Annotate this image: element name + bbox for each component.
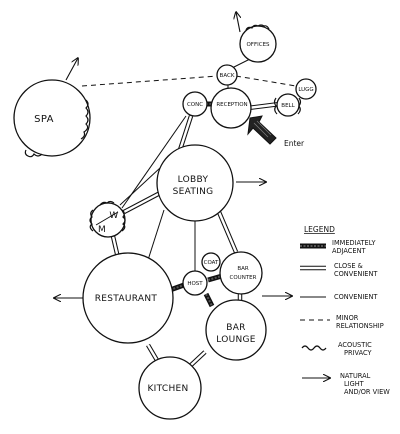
view-arrows bbox=[54, 12, 292, 298]
legend: LEGEND IMMEDIATELY ADJACENT CLOSE & CONV… bbox=[300, 225, 390, 396]
link-lobby-restaurant bbox=[147, 209, 165, 261]
legend-minor-line1: MINOR bbox=[336, 314, 359, 322]
link-spa-back bbox=[81, 75, 219, 87]
enter-arrow-shape bbox=[247, 115, 277, 145]
arrow-spa bbox=[65, 58, 78, 81]
legend-acoustic-line1: ACOUSTIC bbox=[338, 341, 372, 349]
legend-minor-line2: RELATIONSHIP bbox=[336, 322, 384, 330]
back-label: BACK bbox=[220, 73, 235, 79]
lobby-label-line2: SEATING bbox=[173, 187, 214, 197]
conc-label: CONC bbox=[187, 102, 203, 108]
room-host: HOST bbox=[182, 270, 208, 296]
room-bell: BELL bbox=[273, 93, 302, 117]
room-restrooms: W M bbox=[89, 200, 126, 238]
bar-lounge-label-line1: BAR bbox=[226, 323, 246, 333]
link-lobby-wm-a bbox=[119, 167, 161, 206]
bell-label: BELL bbox=[281, 103, 295, 109]
host-label: HOST bbox=[187, 281, 203, 287]
link-restaurant-kitchen bbox=[146, 343, 160, 364]
coat-label: COAT bbox=[204, 260, 219, 266]
wm-m-label: M bbox=[98, 225, 106, 235]
legend-close-line2: CONVENIENT bbox=[334, 270, 378, 278]
legend-natural-line3: AND/OR VIEW bbox=[344, 388, 390, 396]
lobby-label-line1: LOBBY bbox=[178, 175, 209, 185]
lugg-label: LUGG bbox=[298, 87, 313, 93]
room-offices: OFFICES bbox=[239, 24, 277, 63]
legend-swatch-acoustic bbox=[301, 345, 327, 351]
room-restaurant: RESTAURANT bbox=[82, 252, 174, 344]
room-reception: RECEPTION bbox=[210, 87, 252, 129]
room-conc: CONC bbox=[182, 91, 208, 117]
spa-label: SPA bbox=[34, 114, 54, 125]
legend-close-line1: CLOSE & bbox=[334, 262, 363, 270]
bar-lounge-label-line2: LOUNGE bbox=[216, 335, 256, 345]
room-back: BACK bbox=[216, 64, 238, 86]
room-coat: COAT bbox=[201, 252, 221, 272]
link-back-lugg bbox=[235, 75, 297, 87]
room-kitchen: KITCHEN bbox=[138, 356, 202, 420]
room-bar-counter: BAR COUNTER bbox=[219, 251, 263, 295]
legend-title: LEGEND bbox=[304, 225, 335, 234]
entry-arrow: Enter bbox=[247, 115, 305, 148]
legend-immediately-line1: IMMEDIATELY bbox=[332, 239, 377, 247]
offices-label: OFFICES bbox=[246, 42, 270, 48]
room-spa: SPA bbox=[13, 79, 91, 158]
link-conc-wm bbox=[121, 115, 187, 209]
room-bar-lounge: BAR LOUNGE bbox=[205, 299, 267, 361]
kitchen-label: KITCHEN bbox=[147, 384, 188, 394]
link-barlounge-kitchen bbox=[188, 350, 207, 368]
legend-convenient: CONVENIENT bbox=[334, 293, 378, 301]
reception-label: RECEPTION bbox=[216, 102, 247, 108]
room-lugg: LUGG bbox=[295, 78, 317, 100]
bar-counter-label-line1: BAR bbox=[237, 266, 249, 272]
wm-w-label: W bbox=[109, 211, 118, 221]
link-host-barlounge bbox=[203, 292, 215, 308]
bar-counter-label-line2: COUNTER bbox=[230, 275, 257, 281]
link-conc-lobby bbox=[177, 115, 194, 151]
legend-immediately-line2: ADJACENT bbox=[332, 247, 367, 255]
legend-natural-line1: NATURAL bbox=[340, 372, 371, 380]
link-lobby-wm bbox=[122, 190, 164, 214]
arrow-offices bbox=[236, 12, 240, 33]
room-lobby-seating: LOBBY SEATING bbox=[156, 144, 234, 222]
legend-natural-line2: LIGHT bbox=[344, 380, 365, 388]
restaurant-label: RESTAURANT bbox=[95, 294, 158, 304]
enter-label: Enter bbox=[284, 139, 305, 148]
legend-acoustic-line2: PRIVACY bbox=[344, 349, 372, 357]
